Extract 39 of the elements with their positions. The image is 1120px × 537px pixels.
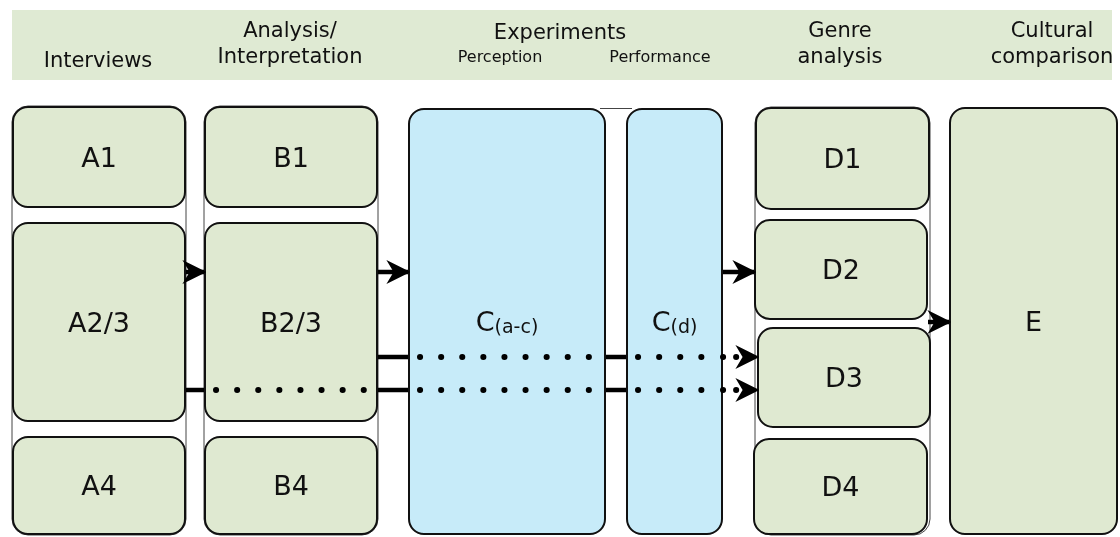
- box-label: B4: [273, 470, 309, 501]
- box-label: D3: [825, 362, 863, 393]
- box-label: A2/3: [68, 306, 130, 338]
- arrow: [378, 260, 411, 284]
- process-box: [204, 222, 378, 422]
- process-box: [204, 436, 378, 535]
- arrow: [182, 260, 207, 284]
- box-label: D4: [821, 471, 860, 502]
- column-heading: Experiments: [492, 19, 628, 46]
- arrow: [927, 310, 952, 334]
- box-label: A1: [81, 141, 117, 173]
- process-box: [757, 327, 931, 428]
- process-box: [12, 106, 186, 208]
- process-box: [12, 222, 186, 422]
- arrow: [723, 260, 757, 284]
- process-box: [204, 106, 378, 208]
- box-label: B2/3: [260, 306, 322, 338]
- process-box: [754, 219, 928, 320]
- process-box: [753, 438, 928, 535]
- column-heading: Performance: [608, 47, 712, 67]
- column-heading: Interviews: [42, 47, 154, 74]
- process-box: [755, 107, 930, 210]
- process-box: [12, 436, 186, 535]
- column-heading: Genre analysis: [796, 17, 884, 70]
- process-box: [626, 108, 723, 535]
- box-label: C$_{(a-c)}$: [475, 306, 539, 337]
- box-label: A4: [81, 470, 117, 501]
- column-heading: Cultural comparison: [989, 17, 1115, 70]
- box-label: D1: [823, 143, 862, 174]
- box-label: E: [1024, 305, 1043, 337]
- box-label: B1: [273, 141, 309, 173]
- box-label: D2: [822, 254, 860, 285]
- column-heading: Perception: [456, 47, 544, 67]
- arrow: [720, 378, 760, 402]
- process-box: [408, 108, 606, 535]
- process-box: [949, 107, 1118, 535]
- arrow: [720, 345, 760, 369]
- box-label: C$_{(d)}$: [651, 306, 698, 337]
- column-heading: Analysis/ Interpretation: [216, 17, 364, 70]
